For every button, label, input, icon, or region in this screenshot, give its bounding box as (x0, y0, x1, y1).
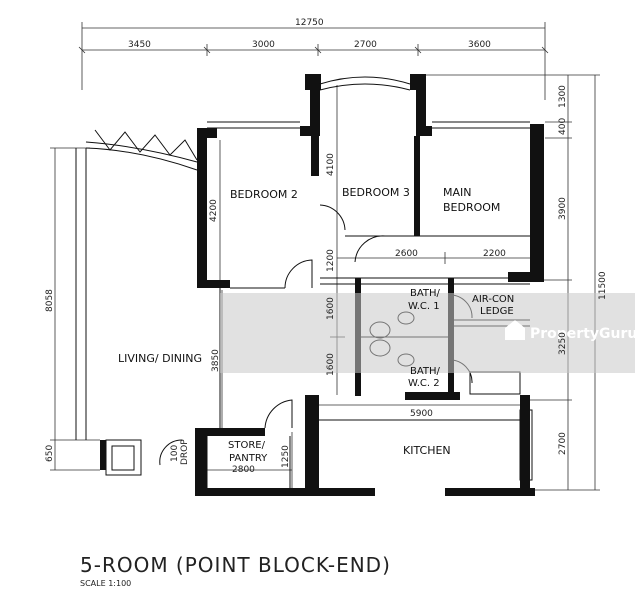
label-bedroom3: BEDROOM 3 (342, 186, 410, 199)
dimension-lines (50, 22, 600, 491)
dimension-labels: 12750 3450 3000 2700 3600 1300 400 3900 … (45, 18, 608, 475)
dim-left-650: 650 (45, 445, 55, 462)
dim-top-2: 3000 (252, 40, 275, 50)
watermark-brand: PropertyGuru (530, 326, 637, 342)
label-aircon-1: AIR-CON (472, 294, 514, 305)
label-refuse-drop: DROP (180, 439, 190, 465)
dim-top-4: 3600 (468, 40, 491, 50)
dim-refuse-100: 100 (170, 445, 180, 462)
dim-bedroom3-height: 4100 (326, 153, 336, 176)
label-kitchen: KITCHEN (403, 444, 451, 457)
dim-bath-1600-b: 1600 (326, 353, 336, 376)
plan-title: 5-ROOM (POINT BLOCK-END) (80, 553, 391, 577)
dim-right-3250: 3250 (558, 332, 568, 355)
dim-top-1: 3450 (128, 40, 151, 50)
dim-store-2800: 2800 (232, 465, 255, 475)
dim-store-1250: 1250 (281, 445, 291, 468)
dim-right-2700: 2700 (558, 432, 568, 455)
dim-living-3850: 3850 (211, 349, 221, 372)
plan-scale: SCALE 1:100 (80, 579, 131, 588)
label-bath1-1: BATH/ (410, 288, 441, 299)
dim-right-overall: 11500 (598, 271, 608, 300)
label-bath2-2: W.C. 2 (408, 378, 440, 389)
propertyguru-logo-icon (505, 320, 525, 340)
label-store-1: STORE/ (228, 440, 266, 451)
label-bath2-1: BATH/ (410, 366, 441, 377)
dim-2200: 2200 (483, 249, 506, 259)
propertyguru-watermark: PropertyGuru (220, 293, 637, 373)
label-store-2: PANTRY (229, 453, 268, 464)
dim-2600: 2600 (395, 249, 418, 259)
label-bath1-2: W.C. 1 (408, 301, 440, 312)
label-bedroom2: BEDROOM 2 (230, 188, 298, 201)
dim-overall-width: 12750 (295, 18, 324, 28)
walls (100, 74, 544, 496)
room-labels: BEDROOM 2 BEDROOM 3 MAIN BEDROOM BATH/ W… (118, 186, 514, 465)
dim-top-3: 2700 (354, 40, 377, 50)
dim-right-1300: 1300 (558, 85, 568, 108)
dim-left-8058: 8058 (45, 289, 55, 312)
label-main-bedroom-2: BEDROOM (443, 201, 500, 214)
label-living-dining: LIVING/ DINING (118, 352, 202, 365)
dim-right-3900: 3900 (558, 197, 568, 220)
label-aircon-2: LEDGE (480, 306, 514, 317)
dim-bath-1600-a: 1600 (326, 297, 336, 320)
dim-1200: 1200 (326, 249, 336, 272)
label-main-bedroom-1: MAIN (443, 186, 472, 199)
dim-right-400: 400 (558, 118, 568, 135)
dim-kitchen-5900: 5900 (410, 409, 433, 419)
dim-bedroom2-height: 4200 (209, 199, 219, 222)
